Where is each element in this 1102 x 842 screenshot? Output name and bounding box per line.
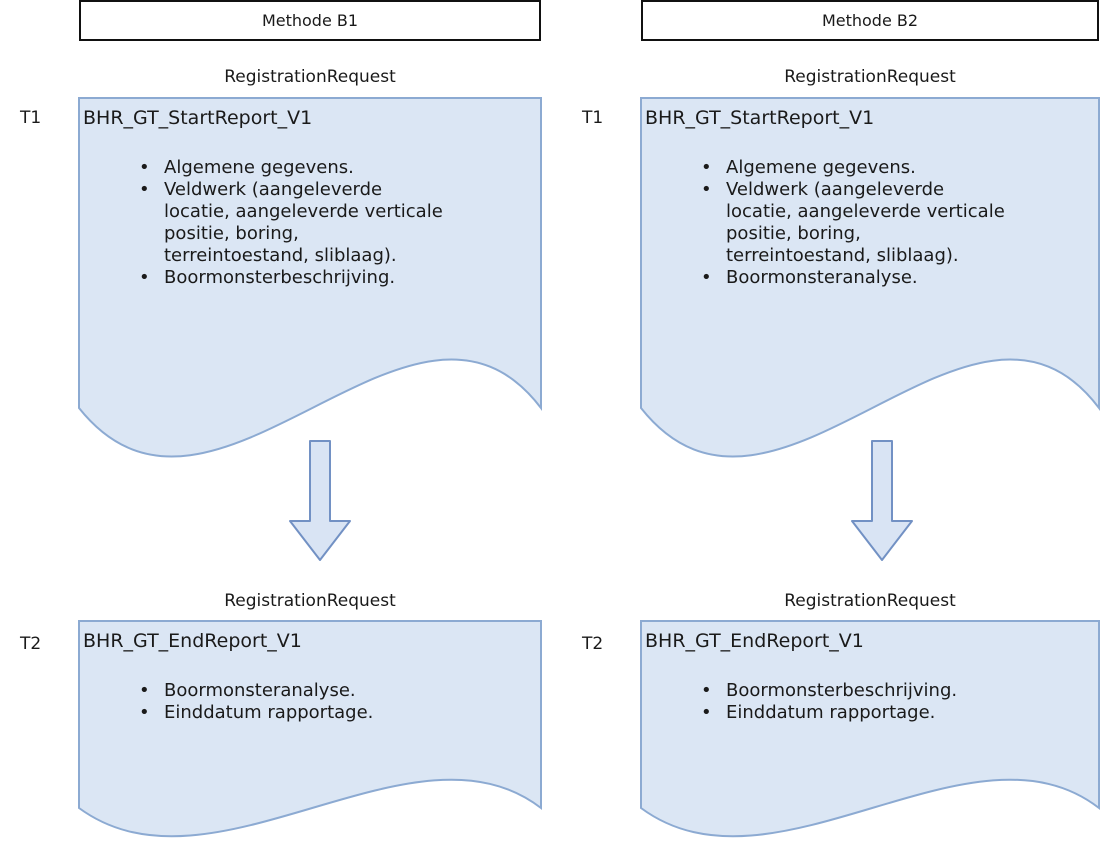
registration-request-label-t2: RegistrationRequest bbox=[224, 591, 396, 611]
bullet-item: Algemene gegevens. bbox=[134, 157, 542, 179]
method-header-label: Methode B2 bbox=[821, 11, 919, 30]
registration-request-label-t2: RegistrationRequest bbox=[784, 591, 956, 611]
document-shape bbox=[640, 620, 1100, 838]
registration-request-label-t1: RegistrationRequest bbox=[224, 67, 396, 87]
bullet-item: Boormonsteranalyse. bbox=[134, 680, 542, 702]
time-label-t1: T1 bbox=[20, 108, 42, 128]
document-title: BHR_GT_EndReport_V1 bbox=[645, 630, 864, 652]
method-b1-header: Methode B1 bbox=[79, 0, 541, 41]
bullet-item: Veldwerk (aangeleverde locatie, aangelev… bbox=[134, 179, 542, 267]
end-report-document: BHR_GT_EndReport_V1 Boormonsteranalyse.E… bbox=[78, 620, 542, 838]
bullet-item: Veldwerk (aangeleverde locatie, aangelev… bbox=[696, 179, 1100, 267]
down-arrow-icon bbox=[289, 440, 351, 561]
bullet-item: Algemene gegevens. bbox=[696, 157, 1100, 179]
time-label-t2: T2 bbox=[582, 634, 604, 654]
method-b2-header: Methode B2 bbox=[641, 0, 1099, 41]
registration-request-label-t1: RegistrationRequest bbox=[784, 67, 956, 87]
bullet-item: Boormonsteranalyse. bbox=[696, 267, 1100, 289]
start-report-document: BHR_GT_StartReport_V1 Algemene gegevens.… bbox=[640, 97, 1100, 459]
bullet-item: Einddatum rapportage. bbox=[134, 702, 542, 724]
document-bullet-list: Boormonsteranalyse.Einddatum rapportage. bbox=[134, 680, 542, 724]
document-bullet-list: Boormonsterbeschrijving.Einddatum rappor… bbox=[696, 680, 1100, 724]
bullet-item: Einddatum rapportage. bbox=[696, 702, 1100, 724]
time-label-t1: T1 bbox=[582, 108, 604, 128]
flow-arrow bbox=[850, 440, 914, 562]
document-bullet-list: Algemene gegevens.Veldwerk (aangeleverde… bbox=[134, 157, 542, 289]
document-title: BHR_GT_EndReport_V1 bbox=[83, 630, 302, 652]
document-title: BHR_GT_StartReport_V1 bbox=[645, 107, 875, 129]
time-label-t2: T2 bbox=[20, 634, 42, 654]
method-b2-column: Methode B2 RegistrationRequest T1 BHR_GT… bbox=[582, 0, 1100, 842]
document-shape bbox=[78, 620, 542, 838]
bullet-item: Boormonsterbeschrijving. bbox=[134, 267, 542, 289]
document-title: BHR_GT_StartReport_V1 bbox=[83, 107, 313, 129]
flow-arrow bbox=[288, 440, 352, 562]
bullet-item: Boormonsterbeschrijving. bbox=[696, 680, 1100, 702]
start-report-document: BHR_GT_StartReport_V1 Algemene gegevens.… bbox=[78, 97, 542, 459]
down-arrow-icon bbox=[851, 440, 913, 561]
document-bullet-list: Algemene gegevens.Veldwerk (aangeleverde… bbox=[696, 157, 1100, 289]
end-report-document: BHR_GT_EndReport_V1 Boormonsterbeschrijv… bbox=[640, 620, 1100, 838]
method-b1-column: Methode B1 RegistrationRequest T1 BHR_GT… bbox=[20, 0, 542, 842]
method-header-label: Methode B1 bbox=[261, 11, 359, 30]
